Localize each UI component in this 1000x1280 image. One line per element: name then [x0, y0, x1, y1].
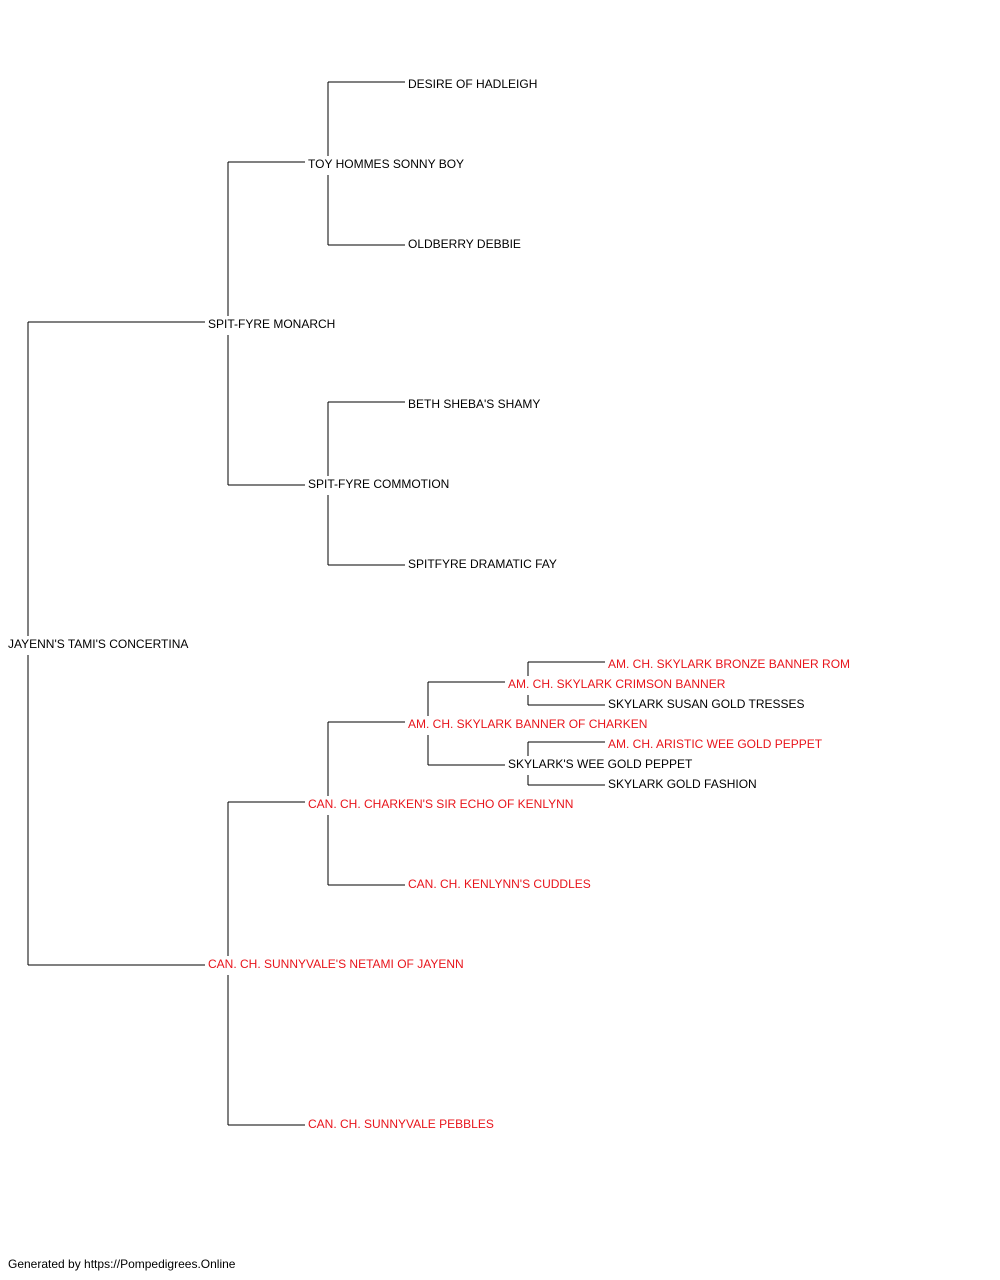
- dam-name: CAN. CH. SUNNYVALE'S NETAMI OF JAYENN: [208, 957, 464, 971]
- sire-dam-sire-name: BETH SHEBA'S SHAMY: [408, 397, 540, 411]
- connector-lines: [27, 81, 605, 1126]
- footer-credit: Generated by https://Pompedigrees.Online: [8, 1257, 236, 1271]
- dam-dam-name: CAN. CH. SUNNYVALE PEBBLES: [308, 1117, 494, 1131]
- sire-sire-sire-name: DESIRE OF HADLEIGH: [408, 77, 537, 91]
- dam-sire-sire-name: AM. CH. SKYLARK BANNER OF CHARKEN: [408, 717, 647, 731]
- sire-dam-dam-name: SPITFYRE DRAMATIC FAY: [408, 557, 557, 571]
- dam-sire-dam-name: CAN. CH. KENLYNN'S CUDDLES: [408, 877, 591, 891]
- dam-sire-sire-dam-dam-name: SKYLARK GOLD FASHION: [608, 777, 757, 791]
- pedigree-tree: JAYENN'S TAMI'S CONCERTINA SPIT-FYRE MON…: [8, 77, 850, 1131]
- dam-sire-sire-sire-dam-name: SKYLARK SUSAN GOLD TRESSES: [608, 697, 805, 711]
- dam-sire-sire-dam-sire-name: AM. CH. ARISTIC WEE GOLD PEPPET: [608, 737, 823, 751]
- dam-sire-sire-sire-sire-name: AM. CH. SKYLARK BRONZE BANNER ROM: [608, 657, 850, 671]
- sire-name: SPIT-FYRE MONARCH: [208, 317, 335, 331]
- dam-sire-sire-sire-name: AM. CH. SKYLARK CRIMSON BANNER: [508, 677, 726, 691]
- sire-dam-name: SPIT-FYRE COMMOTION: [308, 477, 449, 491]
- sire-sire-name: TOY HOMMES SONNY BOY: [308, 157, 464, 171]
- dam-sire-name: CAN. CH. CHARKEN'S SIR ECHO OF KENLYNN: [308, 797, 573, 811]
- pedigree-names: JAYENN'S TAMI'S CONCERTINA SPIT-FYRE MON…: [8, 77, 850, 1131]
- sire-sire-dam-name: OLDBERRY DEBBIE: [408, 237, 521, 251]
- dam-sire-sire-dam-name: SKYLARK'S WEE GOLD PEPPET: [508, 757, 693, 771]
- dog-name: JAYENN'S TAMI'S CONCERTINA: [8, 637, 188, 651]
